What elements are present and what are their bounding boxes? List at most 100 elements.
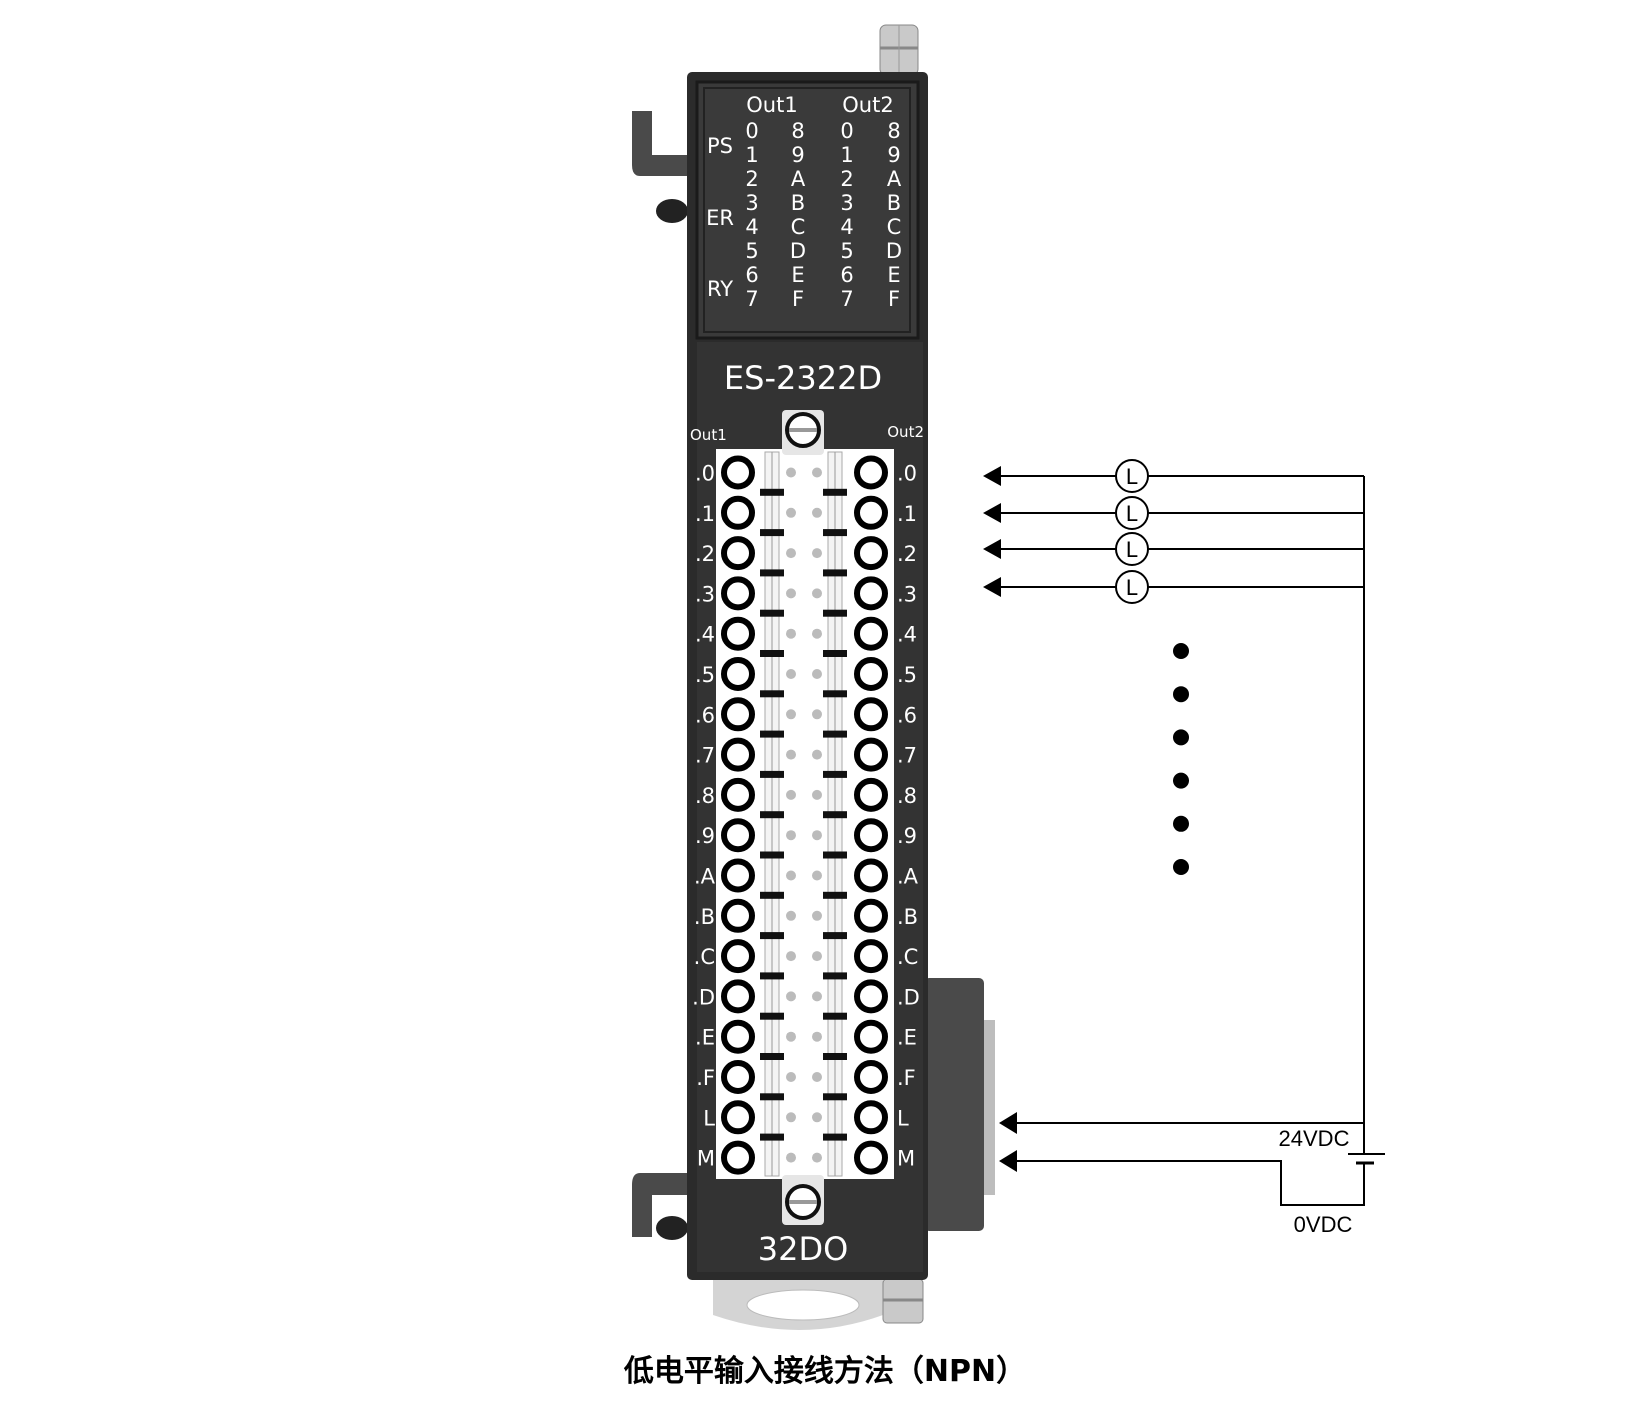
load-label: L xyxy=(1126,464,1138,489)
led-indicator-label: C xyxy=(887,215,902,239)
led-indicator-label: E xyxy=(791,263,804,287)
continuation-dot xyxy=(1173,859,1189,875)
terminal-screw-hole[interactable] xyxy=(721,737,755,772)
led-indicator-label: 7 xyxy=(840,287,853,311)
load-label: L xyxy=(1126,537,1138,562)
release-dot xyxy=(812,830,822,841)
terminal-screw-hole[interactable] xyxy=(721,1060,755,1094)
strip-clip xyxy=(760,891,784,899)
terminal-screw-hole[interactable] xyxy=(854,455,888,490)
terminal-label: .9 xyxy=(897,824,917,848)
release-dot xyxy=(812,507,822,518)
terminal-screw-hole[interactable] xyxy=(854,939,888,974)
terminal-screw-hole[interactable] xyxy=(721,536,755,571)
terminal-screw-hole[interactable] xyxy=(854,1060,888,1094)
release-dot xyxy=(812,870,822,881)
terminal-screw-hole[interactable] xyxy=(854,898,888,933)
release-dot xyxy=(812,548,822,559)
terminal-label: .9 xyxy=(695,824,715,848)
terminal-screw-hole[interactable] xyxy=(721,616,755,651)
terminal-label: .8 xyxy=(897,784,917,808)
strip-clip xyxy=(823,1012,847,1020)
strip-clip xyxy=(760,1012,784,1020)
terminal-screw-hole[interactable] xyxy=(854,1019,888,1054)
led-indicator-label: F xyxy=(888,287,900,311)
terminal-screw-hole[interactable] xyxy=(854,979,888,1014)
terminal-screw-hole[interactable] xyxy=(721,858,755,893)
terminal-label: .2 xyxy=(897,542,917,566)
terminal-header-out1: Out1 xyxy=(690,426,727,444)
terminal-screw-hole[interactable] xyxy=(854,1140,888,1175)
led-indicator-label: 4 xyxy=(840,215,853,239)
load-symbol xyxy=(1115,532,1149,566)
terminal-label: .0 xyxy=(897,462,917,486)
terminal-screw-hole[interactable] xyxy=(854,657,888,691)
terminal-label: L xyxy=(703,1106,715,1130)
terminal-screw-hole[interactable] xyxy=(854,616,888,651)
terminal-screw-hole[interactable] xyxy=(854,858,888,893)
terminal-label: .6 xyxy=(695,703,715,727)
terminal-screw-hole[interactable] xyxy=(854,576,888,611)
led-indicator-label: C xyxy=(791,215,806,239)
strip-clip xyxy=(760,690,784,698)
terminal-screw-hole[interactable] xyxy=(854,697,888,732)
terminal-label: .7 xyxy=(695,744,715,768)
release-dot xyxy=(786,669,796,679)
strip-clip xyxy=(760,1053,784,1060)
led-indicator-label: 7 xyxy=(745,287,758,311)
strip-clip xyxy=(823,569,847,577)
terminal-screw-hole[interactable] xyxy=(854,495,888,530)
terminal-header-out2: Out2 xyxy=(887,423,924,441)
terminal-screw-hole[interactable] xyxy=(854,818,888,853)
arrow-icon xyxy=(983,466,1001,486)
terminal-screw-hole[interactable] xyxy=(854,777,888,812)
release-dot xyxy=(812,588,822,599)
led-indicator-label: B xyxy=(887,191,901,215)
strip-clip xyxy=(823,770,847,778)
terminal-screw-hole[interactable] xyxy=(721,455,755,490)
terminal-screw-hole[interactable] xyxy=(721,898,755,933)
terminal-screw-hole[interactable] xyxy=(721,777,755,812)
terminal-screw-hole[interactable] xyxy=(721,576,755,611)
terminal-screw-hole[interactable] xyxy=(721,979,755,1014)
led-indicator-label: D xyxy=(886,239,902,263)
strip-clip xyxy=(823,1133,847,1141)
supply-negative-label: 0VDC xyxy=(1294,1212,1353,1237)
led-indicator-label: 5 xyxy=(840,239,853,263)
side-connector xyxy=(924,978,995,1231)
load-symbol xyxy=(1115,459,1149,493)
terminal-screw-hole[interactable] xyxy=(721,1019,755,1054)
terminal-label: .B xyxy=(897,905,918,929)
release-dot xyxy=(786,749,796,760)
release-dot xyxy=(812,1112,822,1123)
terminal-screw-hole[interactable] xyxy=(721,657,755,691)
terminal-screw-hole[interactable] xyxy=(721,818,755,853)
terminal-screw-hole[interactable] xyxy=(854,536,888,571)
led-indicator-label: 8 xyxy=(791,119,804,143)
terminal-label: M xyxy=(697,1147,715,1171)
bottom-screw xyxy=(782,1175,824,1225)
strip-clip xyxy=(823,690,847,698)
terminal-label: .E xyxy=(695,1026,715,1050)
release-dot xyxy=(786,910,796,921)
terminal-screw-hole[interactable] xyxy=(854,737,888,772)
terminal-screw-hole[interactable] xyxy=(721,1140,755,1175)
release-dot xyxy=(812,1031,822,1042)
terminal-screw-hole[interactable] xyxy=(721,939,755,974)
terminal-label: .1 xyxy=(897,502,917,526)
strip-clip xyxy=(760,770,784,778)
release-dot xyxy=(786,1031,796,1042)
terminal-screw-hole[interactable] xyxy=(854,1100,888,1135)
terminal-screw-hole[interactable] xyxy=(721,697,755,732)
strip-clip xyxy=(760,529,784,537)
terminal-screw-hole[interactable] xyxy=(721,495,755,530)
strip-clip xyxy=(760,851,784,859)
terminal-label: .C xyxy=(897,945,918,969)
led-indicator-label: 2 xyxy=(840,167,853,191)
led-indicator-label: 0 xyxy=(840,119,853,143)
arrow-icon xyxy=(983,503,1001,523)
continuation-dot xyxy=(1173,729,1189,746)
terminal-screw-hole[interactable] xyxy=(721,1100,755,1135)
release-dot xyxy=(812,951,822,962)
release-dot xyxy=(812,669,822,679)
